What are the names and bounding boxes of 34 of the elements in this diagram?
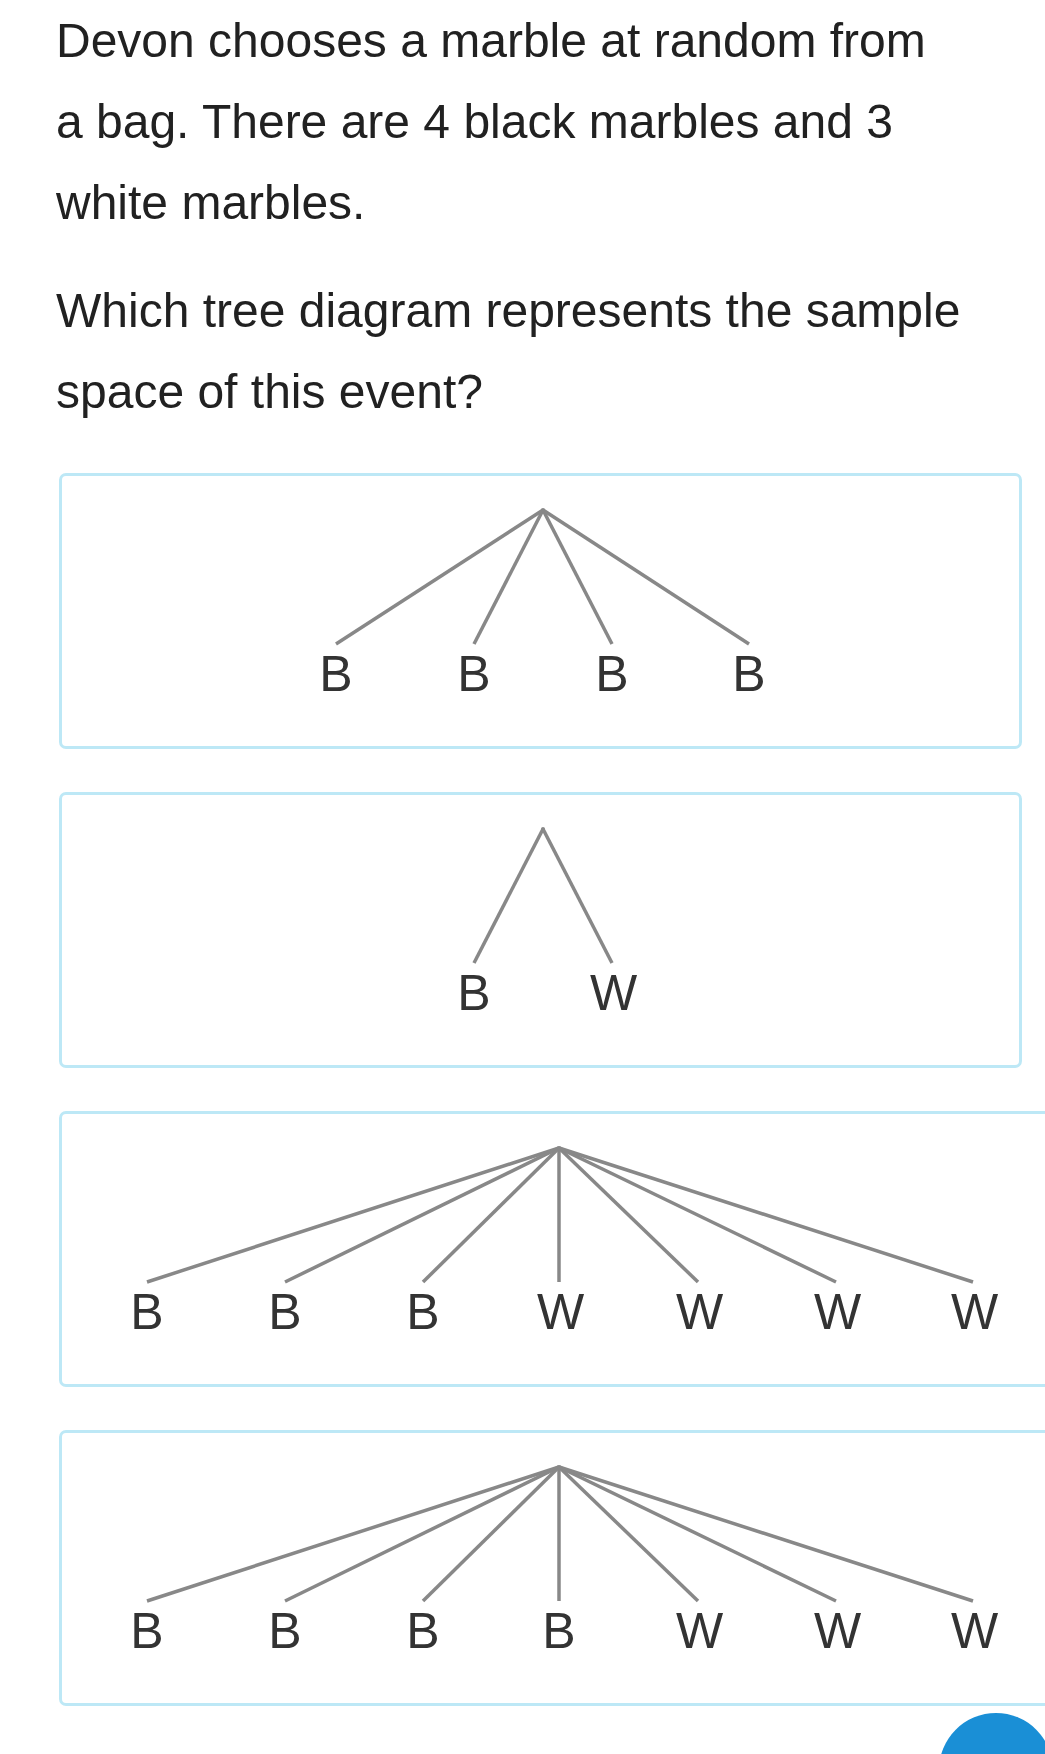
tree-branch [557,1148,561,1282]
tree-branch [541,509,614,645]
branch-point [541,827,545,831]
tree-branch [557,1467,561,1601]
branch-point [541,508,545,512]
outcome-letter: B [452,644,496,704]
outcome-letter: B [537,1601,581,1661]
tree-branch [541,828,614,964]
tree-branch [472,828,545,964]
answer-option-card [59,1430,1045,1706]
tree-branch [558,1146,974,1284]
outcome-letter: B [125,1601,169,1661]
tree-branch [284,1146,560,1284]
outcome-letter: B [263,1601,307,1661]
outcome-letter: B [727,644,771,704]
tree-branch [558,1465,974,1603]
tree-branch [472,509,545,645]
outcome-letter: B [590,644,634,704]
tree-branch [284,1465,560,1603]
tree-branch [542,508,750,646]
outcome-letter: B [452,963,496,1023]
question-text: Devon chooses a marble at random from a bag. There are 4 black marbles and 3 white marbles. [56,13,927,231]
answer-option-card [59,1111,1045,1387]
question-text: Which tree diagram represents the sample space of this event? [56,283,961,420]
branch-point [557,1146,561,1150]
tree-branch [335,508,544,646]
outcome-letter: B [401,1282,445,1342]
outcome-letter: B [314,644,358,704]
answer-option-card [59,792,1022,1068]
outcome-letter: B [125,1282,169,1342]
answer-option-card [59,473,1022,749]
outcome-letter: B [263,1282,307,1342]
outcome-letter: B [401,1601,445,1661]
branch-point [557,1465,561,1469]
